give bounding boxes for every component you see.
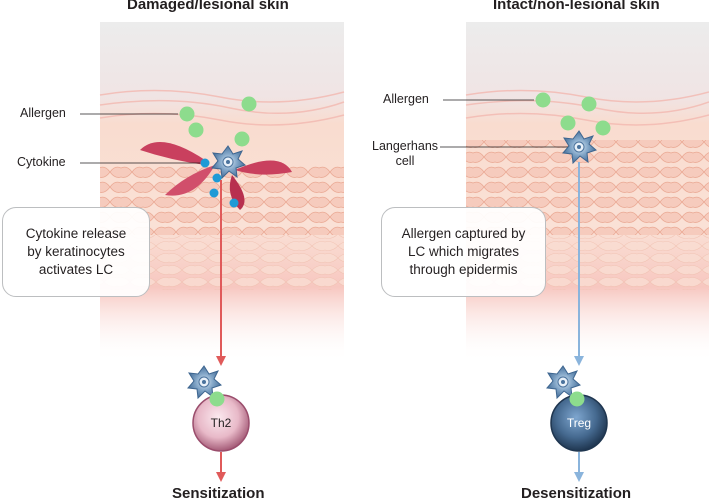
right-panel-title: Intact/non-lesional skin <box>493 0 660 13</box>
allergen-label-left: Allergen <box>20 106 66 120</box>
left-info-box: Cytokine release by keratinocytes activa… <box>2 207 150 297</box>
output-arrow-right <box>574 452 584 482</box>
langerhans-label-line-2: cell <box>395 154 415 168</box>
left-panel-title: Damaged/lesional skin <box>127 0 289 13</box>
th2-label: Th2 <box>210 416 232 430</box>
left-box-line-1: Cytokine release <box>25 226 127 241</box>
langerhans-label-line-1: Langerhans <box>372 139 439 153</box>
left-box-line-3: activates LC <box>38 262 114 277</box>
cytokine-label: Cytokine <box>17 155 66 169</box>
presented-allergen-left <box>209 391 225 407</box>
right-box-line-1: Allergen captured by <box>401 226 526 241</box>
output-arrow-left <box>216 452 226 482</box>
desensitization-label: Desensitization <box>521 485 632 502</box>
right-box-line-3: through epidermis <box>409 262 518 277</box>
allergen-particles-left <box>179 96 257 147</box>
allergen-particles-right <box>535 92 611 136</box>
right-skin-panel <box>465 22 709 362</box>
allergen-label-right: Allergen <box>383 92 429 106</box>
migration-arrow-right <box>574 162 584 366</box>
sensitization-label: Sensitization <box>172 485 265 502</box>
right-box-line-2: LC which migrates <box>407 244 520 259</box>
treg-label: Treg <box>566 416 592 430</box>
right-info-box: Allergen captured by LC which migrates t… <box>381 207 546 297</box>
migration-arrow-left <box>216 180 226 366</box>
cytokine-dots <box>200 158 239 208</box>
left-box-line-2: by keratinocytes <box>27 244 125 259</box>
langerhans-label: Langerhans cell <box>372 139 438 169</box>
presented-allergen-right <box>569 391 585 407</box>
